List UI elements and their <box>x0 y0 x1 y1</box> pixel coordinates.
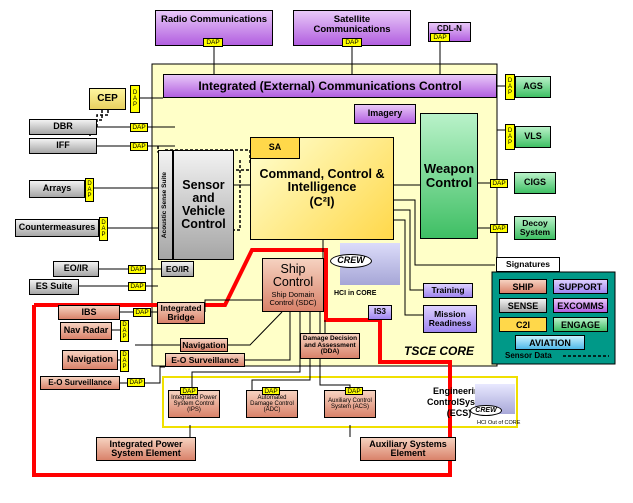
navigation-external: Navigation <box>62 350 118 370</box>
vls: VLS <box>515 126 551 148</box>
mission-readiness: Mission Readiness <box>423 305 477 333</box>
legend-c2i: C2I <box>499 317 547 332</box>
iff: IFF <box>29 138 97 154</box>
dbr: DBR <box>29 119 97 135</box>
dap-dbr: DAP <box>130 123 148 132</box>
nav-radar: Nav Radar <box>60 322 112 340</box>
dap-cdln: DAP <box>430 33 450 42</box>
dap-adc: DAP <box>262 387 280 395</box>
legend-engage: ENGAGE <box>553 317 608 332</box>
sensor-vehicle-control: Sensor and Vehicle Control <box>173 150 234 260</box>
dap-decoy: DAP <box>490 224 508 233</box>
dap-ibs: DAP <box>133 308 151 317</box>
ibs: IBS <box>58 305 120 320</box>
eo-surveillance-external: E-O Surveillance <box>40 376 120 390</box>
ecs-label: Engineering ControlSystem (ECS) <box>426 386 491 418</box>
aux-systems-element: Auxiliary Systems Element <box>360 437 456 461</box>
countermeasures: Countermeasures <box>15 219 99 237</box>
legend-sensor-data: Sensor Data <box>505 351 552 360</box>
eoir-internal: EO/IR <box>161 261 194 277</box>
hci-in-core-label: HCI in CORE <box>334 290 377 297</box>
legend-support: SUPPORT <box>553 279 608 294</box>
legend-aviation: AVIATION <box>515 335 585 350</box>
dap-satellite: DAP <box>342 38 362 47</box>
hci-out-core-label: HCI Out of CORE <box>477 420 521 426</box>
crew-badge: CREW <box>330 254 372 268</box>
training: Training <box>423 283 473 298</box>
satellite-communications: Satellite Communications <box>293 10 411 46</box>
weapon-control: Weapon Control <box>420 113 478 239</box>
ship-control: Ship Control Ship Domain Control (SDC) <box>262 258 324 312</box>
imagery: Imagery <box>354 104 416 124</box>
legend-excomms: EXCOMMS <box>553 298 608 313</box>
cigs: CIGS <box>514 172 556 194</box>
crew-out-badge: CREW <box>470 405 502 416</box>
is3: IS3 <box>368 305 392 320</box>
es-suite: ES Suite <box>29 279 79 295</box>
legend-sense: SENSE <box>499 298 547 313</box>
dap-radio: DAP <box>203 38 223 47</box>
ags: AGS <box>515 76 551 98</box>
signatures: Signatures <box>496 257 560 272</box>
eoir: EO/IR <box>53 261 99 277</box>
dap-ips: DAP <box>180 387 198 395</box>
ips-element: Integrated Power System Element <box>96 437 196 461</box>
acoustic-sense-suite: Acoustic Sense Suite <box>158 150 173 260</box>
integrated-communications-control: Integrated (External) Communications Con… <box>163 74 497 98</box>
tsce-core-label: TSCE CORE <box>404 344 475 358</box>
integrated-bridge: Integrated Bridge <box>157 302 205 324</box>
dap-eoir: DAP <box>128 265 146 274</box>
sa: SA <box>250 137 300 159</box>
damage-decision-assessment: Damage Decision and Assessment (DDA) <box>300 333 360 359</box>
dap-iff: DAP <box>130 142 148 151</box>
legend-ship: SHIP <box>499 279 547 294</box>
dap-acs: DAP <box>345 387 363 395</box>
ecs-region <box>162 376 518 428</box>
eo-surveillance-internal: E-O Surveillance <box>165 353 245 367</box>
arrays: Arrays <box>29 180 85 198</box>
dap-es-suite: DAP <box>128 282 146 291</box>
navigation-internal: Navigation <box>180 338 228 352</box>
cep: CEP <box>89 88 126 110</box>
ship-domain-outline <box>32 248 452 477</box>
dap-cigs: DAP <box>490 179 508 188</box>
dap-eo-surveillance: DAP <box>127 378 145 387</box>
decoy-system: Decoy System <box>514 216 556 240</box>
